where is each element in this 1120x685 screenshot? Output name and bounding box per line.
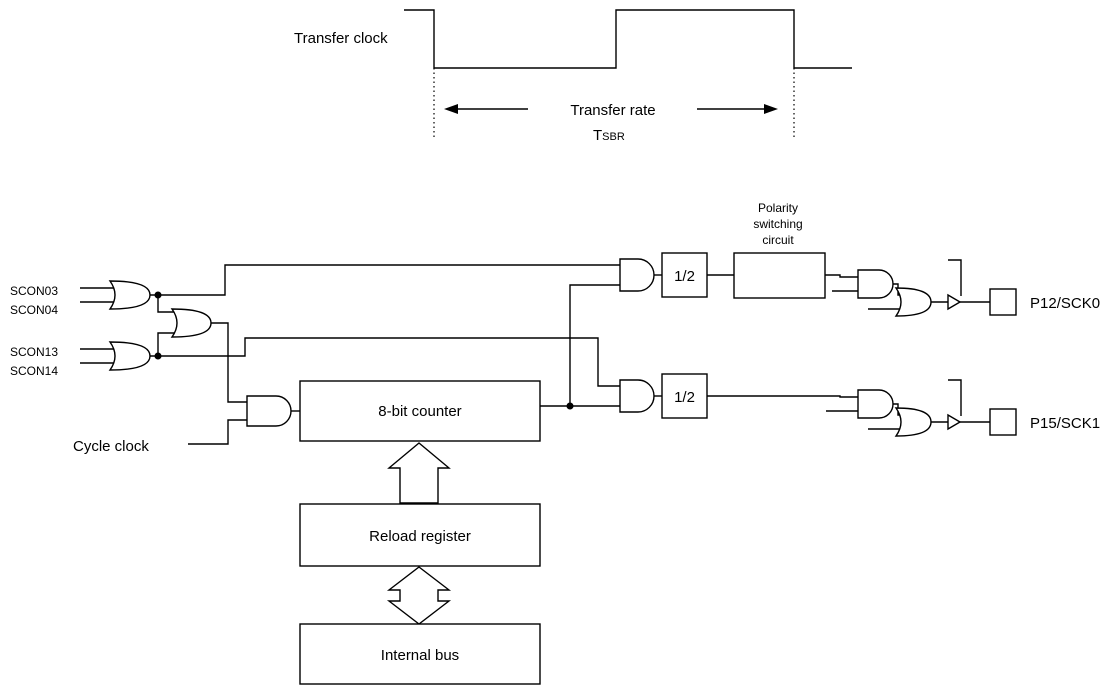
scon14-label: SCON14 [10, 364, 58, 378]
scon03-label: SCON03 [10, 284, 58, 298]
pin-sck0-box [989, 288, 1017, 316]
or-gate-combine [170, 308, 212, 338]
junction-dot [566, 402, 574, 410]
junction-dot [154, 352, 162, 360]
scon13-label: SCON13 [10, 345, 58, 359]
rate-arrow-right-head [764, 104, 778, 114]
tsbr-main: T [593, 127, 602, 144]
or-gate-out1 [894, 407, 932, 437]
polarity-label-line2: switching [753, 217, 802, 231]
bus-reload-double-arrow [386, 566, 452, 625]
reload-register-label: Reload register [369, 528, 471, 545]
wires [80, 259, 990, 445]
cycle-clock-label: Cycle clock [73, 438, 149, 455]
divider-top-label: 1/2 [674, 268, 695, 285]
output-buffer-0 [947, 293, 962, 311]
tsbr-sub: SBR [602, 131, 625, 143]
polarity-label-line1: Polarity [758, 201, 798, 215]
or-gate-scon0 [108, 280, 151, 310]
or-gate-scon1 [108, 341, 151, 371]
internal-bus-block [299, 623, 541, 685]
or-gate-out0 [894, 287, 932, 317]
reload-register-block [299, 503, 541, 567]
and-gate-top [619, 258, 655, 292]
scon04-label: SCON04 [10, 303, 58, 317]
junction-dot [154, 291, 162, 299]
polarity-label-line3: circuit [762, 233, 794, 247]
divider-top-block [661, 252, 708, 298]
polarity-circuit-block [733, 252, 826, 299]
rate-arrow-left-head [444, 104, 458, 114]
reload-to-counter-arrow [387, 442, 451, 504]
tsbr-symbol: TSBR [593, 127, 625, 144]
output-buffer-1 [947, 413, 962, 431]
counter-label: 8-bit counter [378, 403, 461, 420]
transfer-rate-label: Transfer rate [570, 102, 655, 119]
sck1-label: P15/SCK1 [1030, 415, 1100, 432]
divider-bottom-block [661, 373, 708, 419]
and-gate-out0 [857, 269, 894, 299]
and-gate-out1 [857, 389, 894, 419]
internal-bus-label: Internal bus [381, 647, 459, 664]
divider-bottom-label: 1/2 [674, 389, 695, 406]
counter-block [299, 380, 541, 442]
and-gate-bottom [619, 379, 655, 413]
and-gate-counter [246, 395, 292, 427]
transfer-clock-label: Transfer clock [294, 30, 388, 47]
timing-diagram: Transfer clock Transfer rate TSBR [294, 9, 852, 144]
transfer-clock-waveform [404, 9, 852, 69]
sck0-label: P12/SCK0 [1030, 295, 1100, 312]
pin-sck1-box [989, 408, 1017, 436]
